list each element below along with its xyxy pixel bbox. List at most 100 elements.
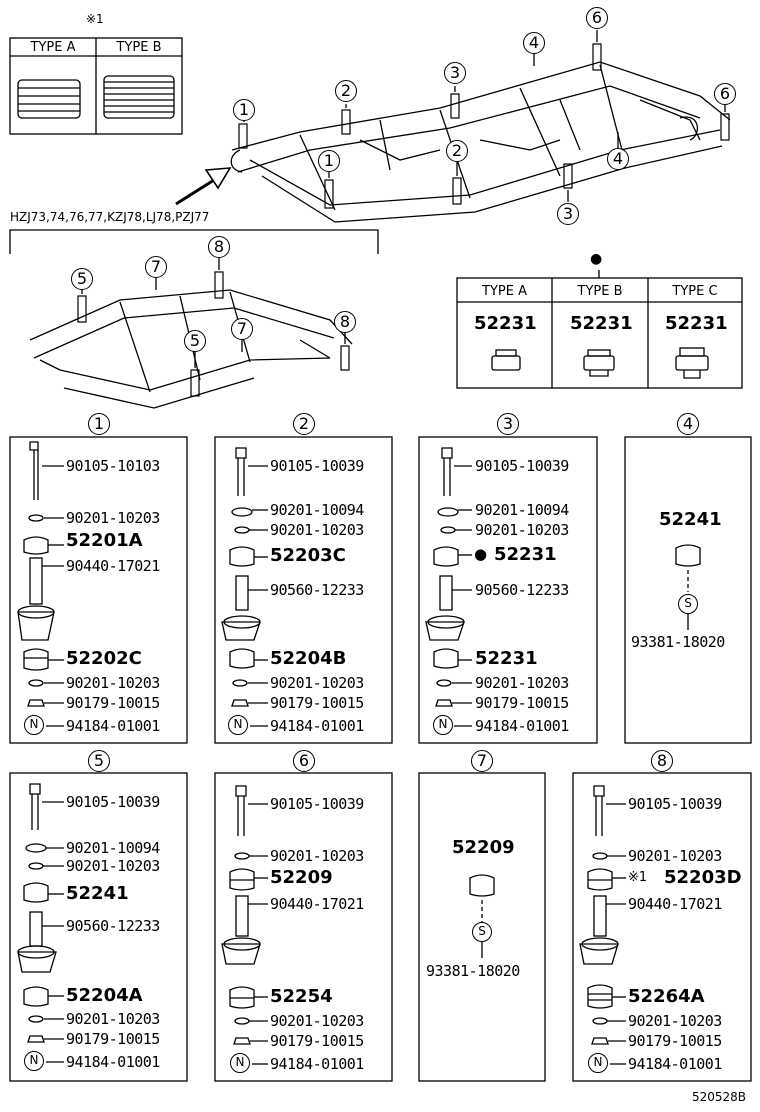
panel-6-part-6: 90201-10203: [270, 1012, 364, 1030]
panel-2-part-6: 52204B: [270, 648, 347, 669]
panel-6-part-1: 90105-10039: [270, 795, 364, 813]
panel-6-part-7: 90179-10015: [270, 1032, 364, 1050]
panel-1-part-7: 90179-10015: [66, 694, 160, 712]
panel-6-part-5: 52254: [270, 986, 333, 1007]
panel-7-s-mark: S: [472, 922, 492, 942]
panel-5-number: 5: [88, 750, 110, 772]
panel-5-part-8: 90179-10015: [66, 1030, 160, 1048]
panel-8-number: 8: [651, 750, 673, 772]
panel-8-part-3: 52203D: [664, 867, 742, 888]
panel-4-s-mark: S: [678, 594, 698, 614]
panel-1-n-mark: N: [24, 715, 44, 735]
panel-2-number: 2: [293, 413, 315, 435]
panel-3-part-6: 52231: [475, 648, 538, 669]
panel-3-part-5: 90560-12233: [475, 581, 569, 599]
panel-8-note-mark: ※1: [628, 870, 648, 885]
panel-8-part-1: 90105-10039: [628, 795, 722, 813]
panel-7-number: 7: [471, 750, 493, 772]
callout-3b: 3: [557, 203, 579, 225]
panel-1-part-5: 52202C: [66, 648, 142, 669]
panel-4-number: 4: [677, 413, 699, 435]
panel-1-part-4: 90440-17021: [66, 557, 160, 575]
panel-5-part-4: 52241: [66, 883, 129, 904]
panel-5-part-3: 90201-10203: [66, 857, 160, 875]
callout-5b: 5: [184, 330, 206, 352]
panel-3-part-2: 90201-10094: [475, 501, 569, 519]
panel-3-part-1: 90105-10039: [475, 457, 569, 475]
callout-5a: 5: [71, 268, 93, 290]
callout-3a: 3: [444, 62, 466, 84]
panel-2-part-8: 90179-10015: [270, 694, 364, 712]
mid-type-c-header: TYPE C: [672, 284, 718, 299]
panel-2-n-mark: N: [228, 715, 248, 735]
callout-4a: 4: [523, 32, 545, 54]
panel-1-part-6: 90201-10203: [66, 674, 160, 692]
callout-7b: 7: [231, 318, 253, 340]
panel-4-part-1: 52241: [659, 509, 722, 530]
model-label: HZJ73,74,76,77,KZJ78,LJ78,PZJ77: [10, 210, 210, 224]
callout-8a: 8: [208, 236, 230, 258]
panel-8-part-4: 90440-17021: [628, 895, 722, 913]
panel-8-n-mark: N: [588, 1053, 608, 1073]
mid-type-b-part: 52231: [570, 313, 633, 334]
callout-6a: 6: [586, 7, 608, 29]
panel-3-part-3: 90201-10203: [475, 521, 569, 539]
panel-8-part-2: 90201-10203: [628, 847, 722, 865]
panel-5-part-5: 90560-12233: [66, 917, 160, 935]
panel-8-part-8: 94184-01001: [628, 1055, 722, 1073]
panel-3-number: 3: [497, 413, 519, 435]
panel-2-part-5: 90560-12233: [270, 581, 364, 599]
panel-1-part-3: 52201A: [66, 530, 143, 551]
mid-type-b-header: TYPE B: [577, 284, 623, 299]
callout-1b: 1: [318, 150, 340, 172]
panel-7-part-2: 93381-18020: [426, 962, 520, 980]
panel-4-part-2: 93381-18020: [631, 633, 725, 651]
panel-2-part-7: 90201-10203: [270, 674, 364, 692]
mid-type-a-header: TYPE A: [482, 284, 527, 299]
panel-8-part-6: 90201-10203: [628, 1012, 722, 1030]
panel-5-n-mark: N: [24, 1051, 44, 1071]
panel-2-part-2: 90201-10094: [270, 501, 364, 519]
mid-type-c-part: 52231: [665, 313, 728, 334]
panel-3-part-8: 90179-10015: [475, 694, 569, 712]
type-table-mark: ●: [590, 251, 603, 267]
panel-7-part-1: 52209: [452, 837, 515, 858]
panel-5-part-1: 90105-10039: [66, 793, 160, 811]
panel-3-part-9: 94184-01001: [475, 717, 569, 735]
callout-7a: 7: [145, 256, 167, 278]
panel-6-part-4: 90440-17021: [270, 895, 364, 913]
callout-2a: 2: [335, 80, 357, 102]
panel-2-part-9: 94184-01001: [270, 717, 364, 735]
callout-2b: 2: [446, 140, 468, 162]
panel-3-part-7: 90201-10203: [475, 674, 569, 692]
panel-3-part-4: 52231: [494, 544, 557, 565]
panel-1-part-8: 94184-01001: [66, 717, 160, 735]
callout-6b: 6: [714, 83, 736, 105]
panel-6-number: 6: [293, 750, 315, 772]
type-b-header: TYPE B: [116, 40, 162, 55]
panel-2-part-4: 52203C: [270, 545, 346, 566]
panel-2-part-1: 90105-10039: [270, 457, 364, 475]
panel-5-part-6: 52204A: [66, 985, 143, 1006]
panel-5-part-7: 90201-10203: [66, 1010, 160, 1028]
panel-3-n-mark: N: [433, 715, 453, 735]
figure-id: 520528B: [692, 1090, 747, 1104]
panel-8-part-7: 90179-10015: [628, 1032, 722, 1050]
panel-3-dot-mark: ●: [474, 545, 488, 563]
panel-8-part-5: 52264A: [628, 986, 705, 1007]
panel-6-part-2: 90201-10203: [270, 847, 364, 865]
panel-6-n-mark: N: [230, 1053, 250, 1073]
panel-5-part-9: 94184-01001: [66, 1053, 160, 1071]
panel-6-part-8: 94184-01001: [270, 1055, 364, 1073]
callout-1a: 1: [233, 99, 255, 121]
callout-8b: 8: [334, 311, 356, 333]
mid-type-a-part: 52231: [474, 313, 537, 334]
panel-1-part-1: 90105-10103: [66, 457, 160, 475]
panel-6-part-3: 52209: [270, 867, 333, 888]
type-a-header: TYPE A: [30, 40, 76, 55]
panel-2-part-3: 90201-10203: [270, 521, 364, 539]
callout-4b: 4: [607, 148, 629, 170]
panel-5-part-2: 90201-10094: [66, 839, 160, 857]
panel-1-number: 1: [88, 413, 110, 435]
